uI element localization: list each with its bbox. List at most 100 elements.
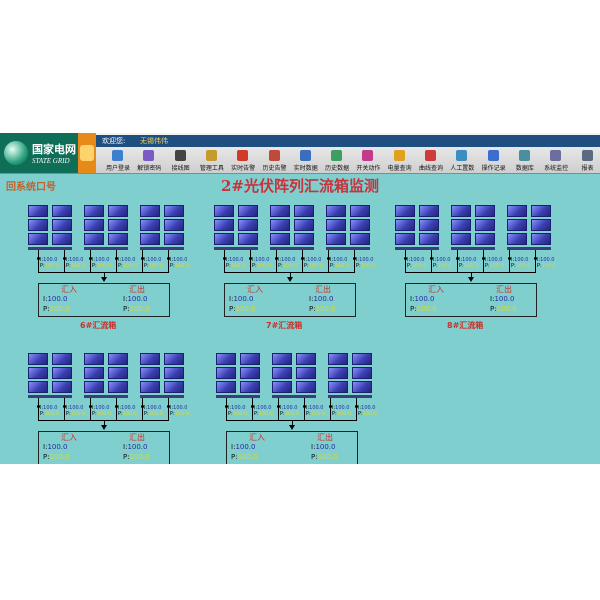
string-i-row: I:100.0 — [358, 405, 377, 411]
solar-panel — [395, 219, 415, 231]
string-node — [251, 405, 254, 408]
string-i-row: I:100.0 — [170, 405, 189, 411]
string-p-row: P:100.0 — [118, 411, 137, 417]
toolbar-label: 曲线查询 — [418, 165, 443, 172]
toolbar-button-5[interactable]: 历史告警 — [259, 147, 291, 173]
solar-panel — [216, 381, 236, 393]
toolbar-label: 历史数据 — [325, 165, 350, 172]
solar-panel — [108, 219, 128, 231]
p-key: P: — [229, 305, 236, 313]
panel-mount — [272, 395, 316, 398]
p-key: P: — [123, 453, 130, 461]
toolbar-button-9[interactable]: 电量查询 — [384, 147, 416, 173]
toolbar-button-1[interactable]: 解锁密码 — [133, 147, 165, 173]
p-key: P: — [43, 305, 50, 313]
p-key: P: — [254, 411, 259, 417]
solar-panel — [419, 233, 439, 245]
collector-bus — [38, 272, 169, 273]
p-key: P: — [228, 411, 233, 417]
toolbar-label: 接线图 — [171, 165, 190, 172]
solar-panel — [52, 353, 72, 365]
string-wire — [116, 398, 117, 420]
string-p-row: P:100.0 — [40, 411, 59, 417]
solar-panel — [531, 205, 551, 217]
solar-panel — [28, 219, 48, 231]
toolbar-button-6[interactable]: 实时数据 — [290, 147, 322, 173]
solar-panel — [451, 233, 471, 245]
string-i-row: I:100.0 — [332, 405, 351, 411]
solar-panel — [294, 219, 314, 231]
string-node — [225, 405, 228, 408]
inflow-label: 汇入 — [249, 433, 265, 442]
string-i-value: 100.0 — [283, 405, 298, 411]
p-key: P: — [311, 453, 318, 461]
outflow-label: 汇出 — [496, 285, 512, 294]
i-key: I: — [123, 443, 128, 451]
solar-panel — [164, 205, 184, 217]
toolbar-button-8[interactable]: 开关动作 — [352, 147, 384, 173]
outflow-i: I:100.0 — [309, 295, 333, 303]
string-i-value: 100.0 — [43, 257, 58, 263]
toolbar-button-10[interactable]: 曲线查询 — [415, 147, 447, 173]
report-icon — [581, 150, 593, 161]
welcome-label: 欢迎您: — [102, 137, 126, 145]
user-badge — [78, 133, 96, 173]
toolbar-label: 数据库 — [515, 165, 534, 172]
solar-panel — [328, 381, 348, 393]
string-p-row: P:100.0 — [537, 263, 556, 269]
i-key: I: — [229, 295, 234, 303]
panel-mount — [84, 247, 128, 250]
toolbar-button-3[interactable]: 管理工具 — [196, 147, 228, 173]
string-wire — [278, 398, 279, 420]
string-p-row: P:100.0 — [226, 263, 245, 269]
solar-panel — [52, 233, 72, 245]
system-port-link[interactable]: 回系统口号 — [6, 182, 56, 193]
string-i-row: I:100.0 — [459, 257, 478, 263]
toolbar-button-14[interactable]: 系统监控 — [540, 147, 572, 173]
solar-panel — [419, 219, 439, 231]
inflow-label: 汇入 — [61, 285, 77, 294]
string-i-value: 100.0 — [309, 405, 324, 411]
string-i-value: 100.0 — [436, 257, 451, 263]
i-key: I: — [485, 257, 489, 263]
toolbar-button-13[interactable]: 数据库 — [509, 147, 541, 173]
energy-query-icon — [393, 150, 405, 161]
p-key: P: — [410, 305, 417, 313]
solar-panel — [164, 353, 184, 365]
top-bar: 国家电网 STATE GRID 欢迎您: 无锡伟伟 用户登录解锁密码接线图管理工… — [0, 133, 600, 174]
string-p-row: P:100.0 — [407, 263, 426, 269]
p-key: P: — [170, 263, 175, 269]
string-wire — [168, 398, 169, 420]
string-p-value: 100.0 — [148, 411, 164, 417]
string-p-value: 100.0 — [230, 263, 246, 269]
solar-panel — [240, 353, 260, 365]
toolbar-button-11[interactable]: 人工置数 — [446, 147, 478, 173]
toolbar-button-15[interactable]: 报表 — [572, 147, 600, 173]
i-key: I: — [40, 405, 44, 411]
i-key: I: — [66, 405, 70, 411]
string-i-row: I:100.0 — [306, 405, 325, 411]
i-key: I: — [433, 257, 437, 263]
outflow-i: I:100.0 — [311, 443, 335, 451]
i-key: I: — [123, 295, 128, 303]
toolbar-button-12[interactable]: 操作记录 — [478, 147, 510, 173]
string-i-value: 100.0 — [173, 257, 188, 263]
panel-mount — [328, 395, 372, 398]
string-wire — [328, 250, 329, 272]
toolbar-button-7[interactable]: 历史数据 — [321, 147, 353, 173]
toolbar-button-0[interactable]: 用户登录 — [102, 147, 134, 173]
p-key: P: — [490, 305, 497, 313]
toolbar-button-4[interactable]: 实时告警 — [227, 147, 259, 173]
i-key: I: — [43, 443, 48, 451]
i-key: I: — [118, 405, 122, 411]
panel-mount — [507, 247, 551, 250]
solar-panel — [28, 353, 48, 365]
outflow-p: P:100.0 — [309, 305, 336, 313]
i-key: I: — [511, 257, 515, 263]
string-p-row: P:100.0 — [228, 411, 247, 417]
toolbar-button-2[interactable]: 接线图 — [165, 147, 197, 173]
